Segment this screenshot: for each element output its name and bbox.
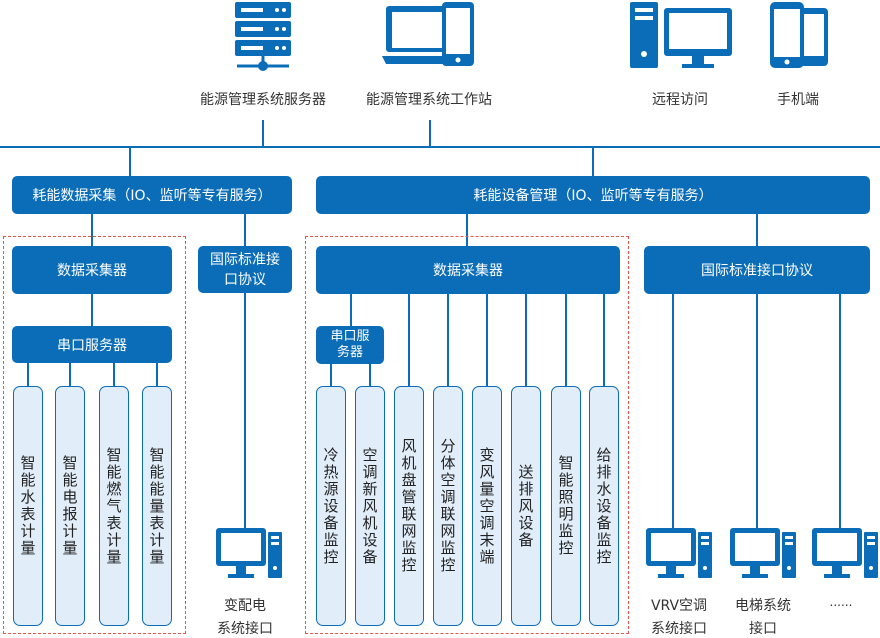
device-lighting: 智能照明监控 bbox=[551, 386, 581, 626]
elevator-label-line2: 接口 bbox=[749, 621, 777, 637]
vrv-label-line2: 系统接口 bbox=[651, 621, 707, 637]
device-cooling-heating: 冷热源设备监控 bbox=[316, 386, 346, 626]
remote-access-label: 远程访问 bbox=[652, 92, 708, 108]
server-label: 能源管理系统服务器 bbox=[200, 92, 326, 108]
energy-equipment-management-header: 耗能设备管理（IO、监听等专有服务） bbox=[316, 176, 870, 214]
mobile-phone-icon bbox=[770, 2, 828, 68]
workstation-label: 能源管理系统工作站 bbox=[366, 92, 492, 108]
substation-label-line1: 变配电 bbox=[224, 598, 266, 614]
right-serial-server: 串口服务器 bbox=[316, 326, 384, 364]
left-collector-group-border bbox=[3, 236, 186, 634]
server-icon bbox=[235, 2, 291, 71]
device-ventilation: 送排风设备 bbox=[511, 386, 541, 626]
device-water-supply: 给排水设备监控 bbox=[589, 386, 619, 626]
elevator-pc-icon bbox=[730, 528, 796, 578]
right-data-collector: 数据采集器 bbox=[316, 246, 620, 294]
substation-label-line2: 系统接口 bbox=[217, 621, 273, 637]
left-interface-protocol: 国际标准接口协议 bbox=[198, 246, 292, 293]
other-interface-label: ...... bbox=[829, 595, 853, 609]
device-split-ac: 分体空调联网监控 bbox=[433, 386, 463, 626]
meter-electric: 智能电报计量 bbox=[55, 386, 85, 626]
energy-data-collection-header: 耗能数据采集（IO、监听等专有服务） bbox=[12, 176, 292, 214]
desktop-computer-icon bbox=[630, 2, 732, 68]
right-interface-protocol: 国际标准接口协议 bbox=[644, 246, 870, 294]
substation-pc-icon bbox=[216, 528, 282, 578]
meter-gas: 智能燃气表计量 bbox=[99, 386, 129, 626]
other-pc-icon bbox=[812, 528, 878, 578]
elevator-label-line1: 电梯系统 bbox=[735, 598, 791, 614]
right-collector-group-border bbox=[305, 236, 629, 634]
left-data-collector: 数据采集器 bbox=[12, 246, 172, 294]
laptop-icon bbox=[382, 2, 474, 66]
meter-water: 智能水表计量 bbox=[13, 386, 43, 626]
left-serial-server: 串口服务器 bbox=[12, 326, 172, 363]
vrv-label-line1: VRV空调 bbox=[650, 598, 708, 614]
vrv-pc-icon bbox=[646, 528, 712, 578]
device-vav: 变风量空调末端 bbox=[472, 386, 502, 626]
device-fresh-air: 空调新风机设备 bbox=[355, 386, 385, 626]
mobile-label: 手机端 bbox=[777, 92, 819, 108]
meter-energy: 智能能量表计量 bbox=[142, 386, 172, 626]
device-fan-coil: 风机盘管联网监控 bbox=[394, 386, 424, 626]
